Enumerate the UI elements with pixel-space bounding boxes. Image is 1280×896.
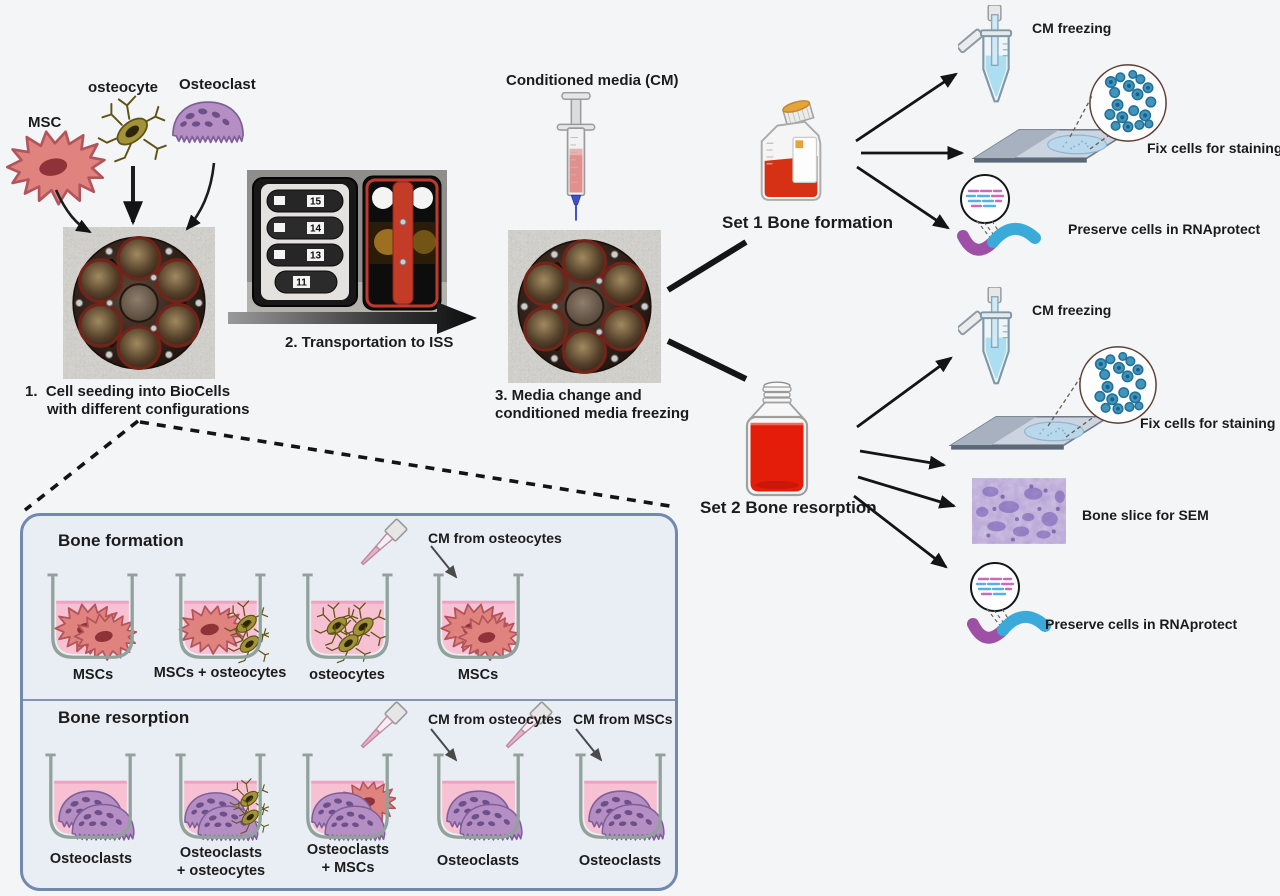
well-label-osteoclasts-osteocytes-2: + osteocytes [176, 863, 266, 879]
well-osteoclasts-mscs [300, 753, 396, 842]
well-label-osteoclasts-1: Osteoclasts [49, 851, 133, 867]
step2-label: 2. Transportation to ISS [285, 334, 454, 351]
set1-media-bottle-icon [760, 100, 822, 201]
set1-output-fix-cells: Fix cells for staining [1147, 140, 1280, 156]
conditioned-media-label: Conditioned media (CM) [506, 72, 679, 89]
well-label-osteocytes: osteocytes [309, 667, 385, 683]
biocell-number: 13 [310, 251, 322, 262]
rnaprotect-icon-1 [955, 172, 1075, 262]
biocell-number: 14 [310, 224, 322, 235]
bone-resorption-title: Bone resorption [58, 708, 190, 727]
well-label-mscs-osteocytes: MSCs + osteocytes [153, 665, 287, 681]
cm-from-mscs-label: CM from MSCs [573, 711, 673, 727]
biocell-number: 15 [310, 197, 322, 208]
well-osteoclasts-cm-osteocytes [431, 753, 526, 841]
set1-label: Set 1 Bone formation [722, 213, 893, 232]
osteocyte-cell-icon [97, 95, 167, 163]
well-label-mscs-1: MSCs [72, 667, 114, 683]
rnaprotect-icon-2 [965, 560, 1085, 650]
legend-msc-label: MSC [28, 114, 62, 131]
biocell-photo-2 [508, 230, 661, 383]
set1-arrows [855, 72, 965, 230]
set2-output-cm-freezing: CM freezing [1032, 302, 1112, 318]
legend-osteoclast-label: Osteoclast [179, 76, 256, 93]
stained-cells-magnifier-2 [1079, 346, 1157, 424]
well-label-osteoclasts-mscs-1: Osteoclasts [306, 842, 390, 858]
well-label-osteoclasts-mscs-2: + MSCs [321, 860, 375, 876]
cm-from-osteocytes-label-1: CM from osteocytes [428, 530, 562, 546]
set2-label: Set 2 Bone resorption [700, 498, 877, 517]
step1-label-line1: 1. Cell seeding into BioCells [25, 383, 231, 400]
set2-output-rnaprotect: Preserve cells in RNAprotect [1045, 616, 1238, 632]
well-osteoclasts-cm-mscs [573, 753, 668, 841]
well-osteoclasts-osteocytes [173, 753, 269, 842]
bone-slice-sem-image [972, 478, 1066, 544]
set1-output-rnaprotect: Preserve cells in RNAprotect [1068, 221, 1261, 237]
stacked-biocells: 15 14 13 11 [266, 189, 344, 294]
well-mscs-cm [431, 573, 526, 662]
panel-divider [23, 699, 675, 701]
well-label-osteoclasts-2: Osteoclasts [436, 853, 520, 869]
transport-case [362, 175, 442, 311]
media-split-lines [666, 239, 748, 382]
cm-from-osteocytes-label-2: CM from osteocytes [428, 711, 562, 727]
well-label-osteoclasts-3: Osteoclasts [578, 853, 662, 869]
cm-freezing-tube-icon-1 [958, 5, 1013, 103]
set2-arrows [853, 356, 957, 569]
stained-cells-magnifier-1 [1089, 64, 1167, 142]
step3-label-line1: 3. Media change and [495, 387, 642, 404]
osteoclast-cell-icon [172, 101, 244, 144]
set2-output-bone-slice: Bone slice for SEM [1082, 507, 1209, 523]
step3-label-line2: conditioned media freezing [495, 405, 690, 422]
panel-callout-lines [23, 419, 677, 512]
bone-formation-title: Bone formation [58, 531, 184, 550]
legend-osteocyte-label: osteocyte [88, 79, 159, 96]
transport-hardware-photo: 15 14 13 11 [247, 170, 447, 317]
well-osteoclasts-1 [43, 753, 138, 841]
well-label-mscs-2: MSCs [457, 667, 499, 683]
well-osteocytes [300, 573, 395, 664]
cm-freezing-tube-icon-2 [958, 287, 1013, 385]
well-mscs-osteocytes [173, 573, 269, 664]
set2-media-bottle-icon [745, 381, 809, 497]
set1-output-cm-freezing: CM freezing [1032, 20, 1112, 36]
step1-label-line2: with different configurations [47, 401, 250, 418]
well-label-osteoclasts-osteocytes-1: Osteoclasts [179, 845, 263, 861]
well-mscs [45, 573, 140, 661]
syringe-icon [556, 92, 596, 222]
biocell-number: 11 [296, 278, 307, 289]
set2-output-fix-cells: Fix cells for staining [1140, 415, 1276, 431]
biocell-photo-1 [63, 227, 215, 379]
